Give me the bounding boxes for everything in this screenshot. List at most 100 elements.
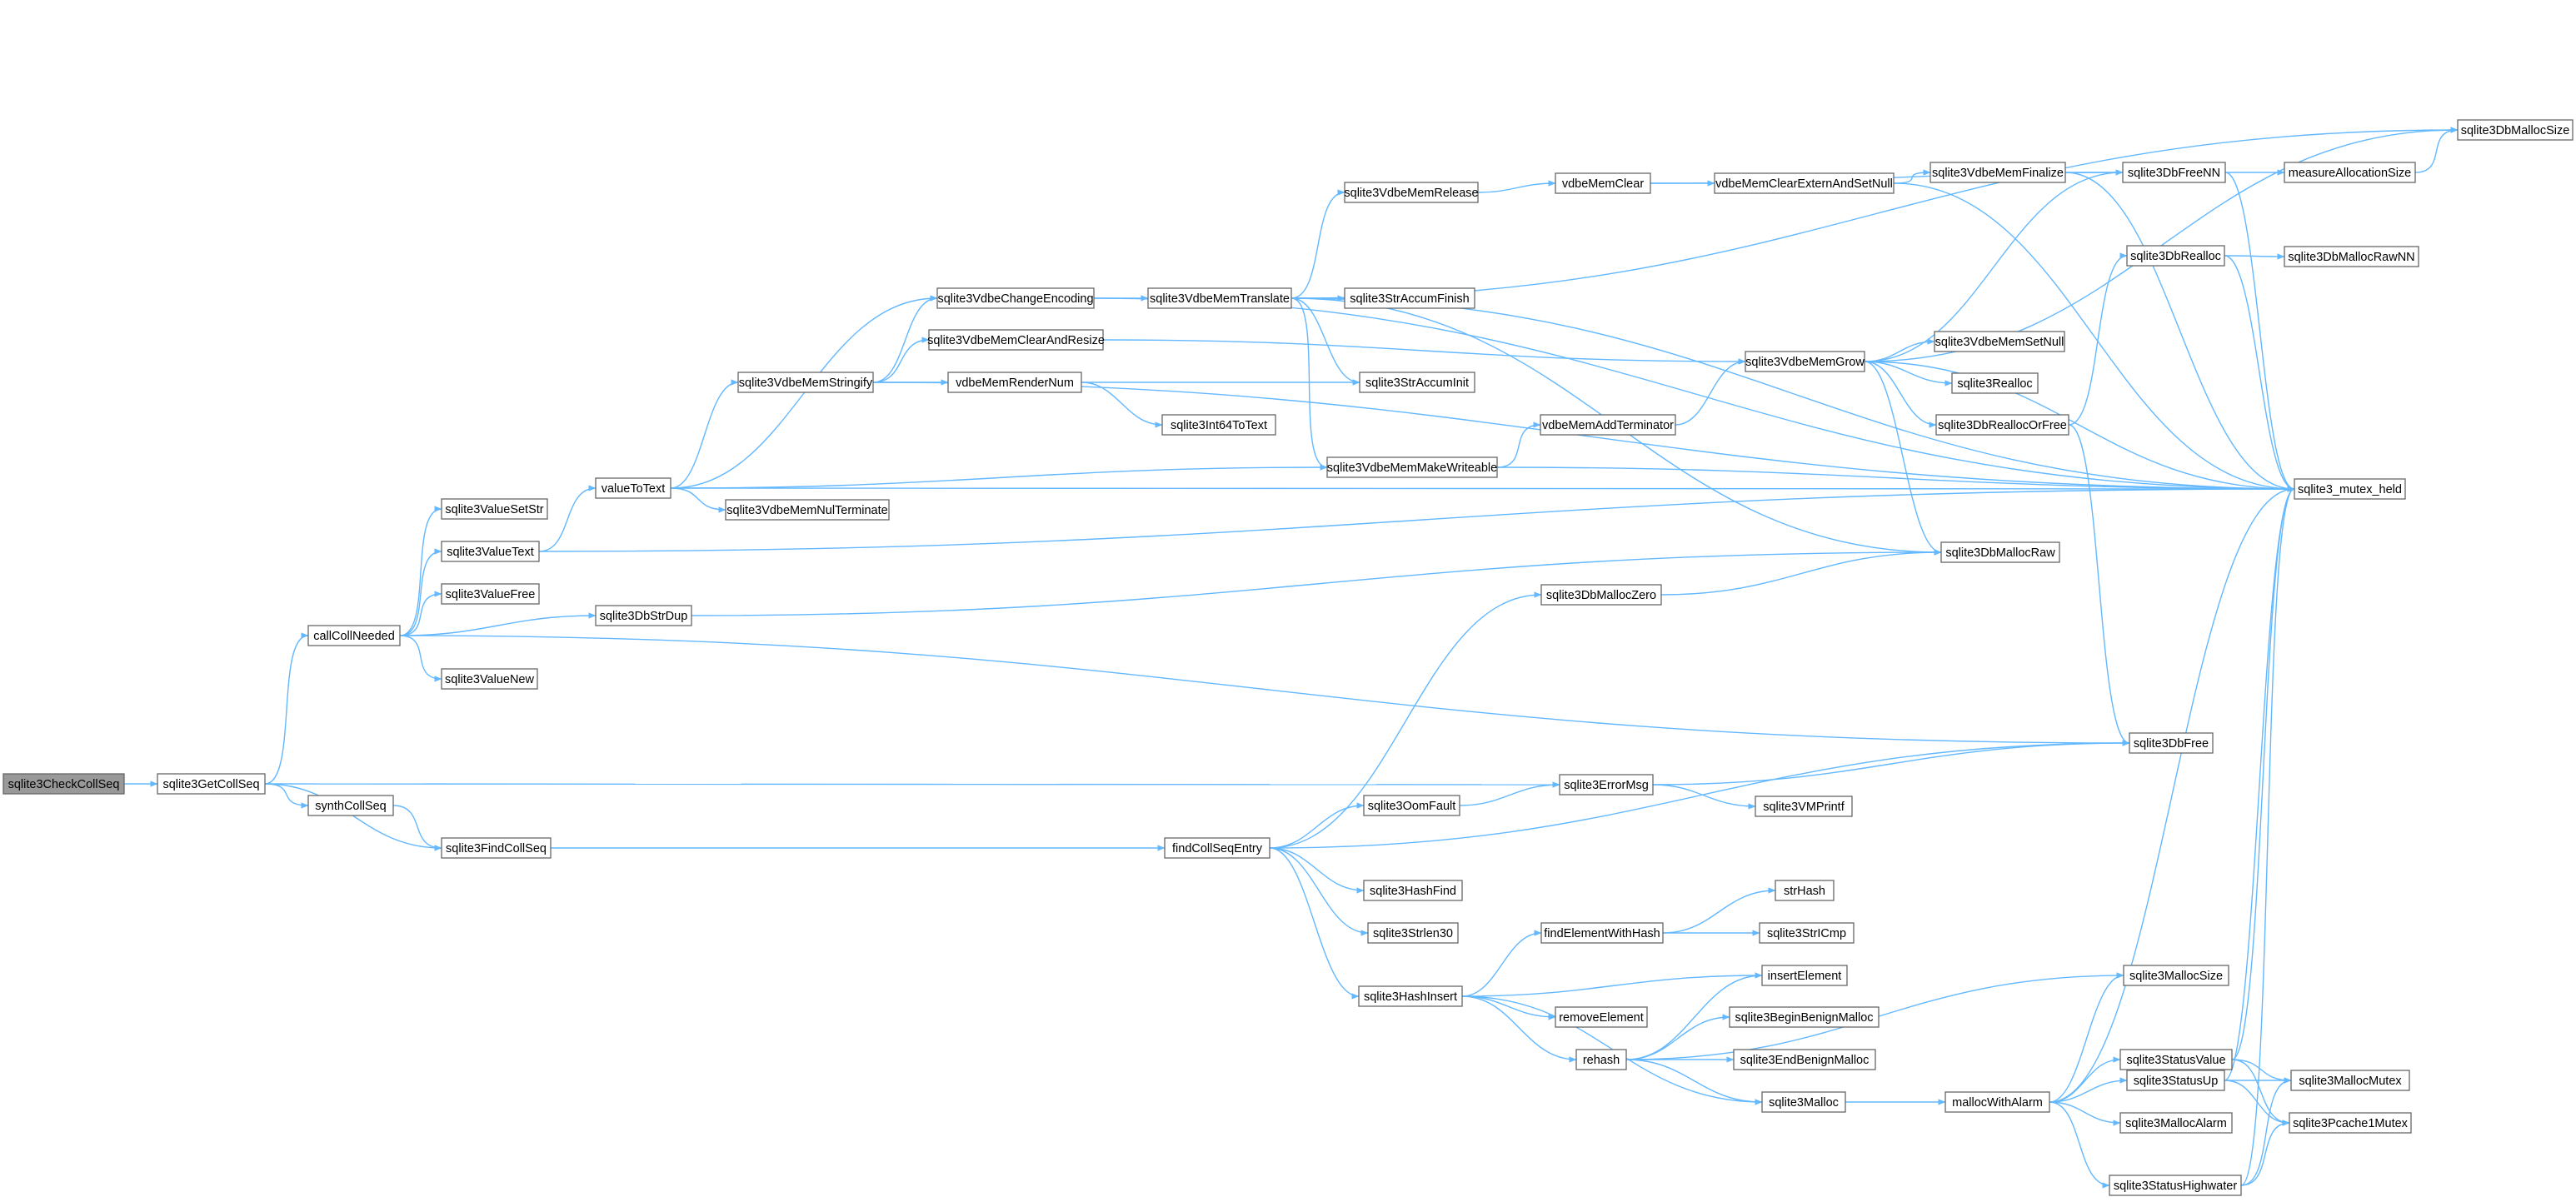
- node-sqlite3-vdbe-mem-release[interactable]: sqlite3VdbeMemRelease: [1344, 182, 1479, 203]
- node-sqlite3-hash-find[interactable]: sqlite3HashFind: [1363, 880, 1463, 901]
- edge-sqlite3-db-realloc-or-free-to-sqlite3-db-realloc: [2068, 252, 2128, 426]
- node-sqlite3-strlen30[interactable]: sqlite3Strlen30: [1367, 922, 1459, 944]
- node-sqlite3-status-highwater[interactable]: sqlite3StatusHighwater: [2109, 1175, 2242, 1196]
- node-sqlite3-vdbe-change-encoding[interactable]: sqlite3VdbeChangeEncoding: [936, 287, 1095, 309]
- node-sqlite3-malloc-size[interactable]: sqlite3MallocSize: [2123, 965, 2229, 986]
- node-box: [441, 498, 548, 520]
- node-find-coll-seq-entry[interactable]: findCollSeqEntry: [1164, 837, 1271, 859]
- edge-synth-coll-seq-to-sqlite3-find-coll-seq: [392, 805, 442, 851]
- node-box: [2122, 162, 2226, 183]
- node-sqlite3-vdbe-mem-stringify[interactable]: sqlite3VdbeMemStringify: [737, 372, 874, 393]
- edge-sqlite3-vdbe-mem-clear-and-resize-to-sqlite3-vdbe-mem-grow: [1102, 339, 1746, 365]
- node-remove-element[interactable]: removeElement: [1555, 1006, 1648, 1028]
- node-box: [157, 773, 266, 795]
- edge-find-coll-seq-entry-to-sqlite3-hash-find: [1269, 847, 1365, 894]
- node-sqlite3-malloc-alarm[interactable]: sqlite3MallocAlarm: [2119, 1112, 2233, 1134]
- node-sqlite3-vdbe-mem-clear-and-resize[interactable]: sqlite3VdbeMemClearAndResize: [927, 329, 1105, 351]
- node-box: [1729, 1006, 1880, 1028]
- node-box: [441, 583, 540, 605]
- node-sqlite3-value-text[interactable]: sqlite3ValueText: [441, 541, 540, 562]
- node-sqlite3-value-new[interactable]: sqlite3ValueNew: [441, 668, 538, 690]
- node-sqlite3-db-realloc[interactable]: sqlite3DbRealloc: [2126, 245, 2225, 267]
- edge-sqlite3-vdbe-mem-translate-to-sqlite3-mutex-held: [1290, 297, 2295, 492]
- edge-find-coll-seq-entry-to-sqlite3-db-free: [1269, 740, 2130, 849]
- node-sqlite3-db-free[interactable]: sqlite3DbFree: [2129, 732, 2214, 754]
- node-synth-coll-seq[interactable]: synthCollSeq: [307, 795, 394, 816]
- edge-sqlite3-db-malloc-zero-to-sqlite3-db-malloc-raw: [1660, 549, 1942, 596]
- node-vdbe-mem-add-terminator[interactable]: vdbeMemAddTerminator: [1540, 414, 1676, 436]
- node-sqlite3-db-malloc-zero[interactable]: sqlite3DbMallocZero: [1540, 584, 1662, 606]
- node-malloc-with-alarm[interactable]: mallocWithAlarm: [1944, 1091, 2050, 1113]
- node-sqlite3-pcache1-mutex[interactable]: sqlite3Pcache1Mutex: [2289, 1112, 2412, 1134]
- node-sqlite3-hash-insert[interactable]: sqlite3HashInsert: [1358, 985, 1463, 1007]
- node-sqlite3-find-coll-seq[interactable]: sqlite3FindCollSeq: [441, 837, 552, 859]
- node-box: [1555, 1006, 1648, 1028]
- node-sqlite3-vdbe-mem-make-writeable[interactable]: sqlite3VdbeMemMakeWriteable: [1326, 456, 1498, 478]
- node-label: vdbeMemClear: [1562, 177, 1644, 191]
- node-label: sqlite3DbFreeNN: [2128, 167, 2220, 180]
- node-measure-allocation-size[interactable]: measureAllocationSize: [2284, 162, 2416, 183]
- node-label: sqlite3Int64ToText: [1171, 419, 1267, 432]
- node-call-coll-needed[interactable]: callCollNeeded: [307, 625, 401, 646]
- node-box: [1540, 414, 1676, 436]
- node-sqlite3-str-icmp[interactable]: sqlite3StrICmp: [1759, 922, 1855, 944]
- node-label: sqlite3ValueSetStr: [445, 503, 543, 516]
- node-sqlite3-check-coll-seq[interactable]: sqlite3CheckCollSeq: [2, 773, 125, 795]
- node-label: sqlite3VdbeMemFinalize: [1932, 167, 2064, 180]
- node-sqlite3-db-free-nn[interactable]: sqlite3DbFreeNN: [2122, 162, 2226, 183]
- node-sqlite3-begin-benign-malloc[interactable]: sqlite3BeginBenignMalloc: [1729, 1006, 1880, 1028]
- node-sqlite3-status-value[interactable]: sqlite3StatusValue: [2119, 1049, 2233, 1070]
- node-vdbe-mem-clear-extern-and-set-null[interactable]: vdbeMemClearExternAndSetNull: [1714, 172, 1895, 194]
- node-box: [928, 329, 1104, 351]
- node-label: sqlite3HashFind: [1370, 885, 1456, 898]
- node-vdbe-mem-render-num[interactable]: vdbeMemRenderNum: [947, 372, 1082, 393]
- node-box: [947, 372, 1082, 393]
- node-sqlite3-value-set-str[interactable]: sqlite3ValueSetStr: [441, 498, 548, 520]
- node-label: sqlite3VdbeMemRelease: [1344, 187, 1478, 200]
- edge-sqlite3-status-value-to-sqlite3-pcache1-mutex: [2231, 1059, 2290, 1126]
- node-label: sqlite3StrAccumFinish: [1350, 292, 1469, 306]
- edge-measure-allocation-size-to-sqlite3-db-malloc-size: [2414, 127, 2459, 173]
- node-sqlite3-get-coll-seq[interactable]: sqlite3GetCollSeq: [157, 773, 266, 795]
- node-sqlite3-vdbe-mem-set-null[interactable]: sqlite3VdbeMemSetNull: [1934, 331, 2065, 352]
- node-sqlite3-str-accum-init[interactable]: sqlite3StrAccumInit: [1359, 372, 1475, 393]
- node-label: sqlite3DbMallocRawNN: [2288, 251, 2414, 264]
- node-label: sqlite3ValueText: [447, 546, 534, 559]
- node-vdbe-mem-clear[interactable]: vdbeMemClear: [1555, 172, 1651, 194]
- node-sqlite3-vdbe-mem-finalize[interactable]: sqlite3VdbeMemFinalize: [1930, 162, 2066, 183]
- node-sqlite3-db-malloc-raw[interactable]: sqlite3DbMallocRaw: [1940, 541, 2060, 563]
- node-sqlite3-db-realloc-or-free[interactable]: sqlite3DbReallocOrFree: [1935, 414, 2069, 436]
- node-sqlite3-malloc-mutex[interactable]: sqlite3MallocMutex: [2290, 1070, 2410, 1091]
- node-sqlite3-str-accum-finish[interactable]: sqlite3StrAccumFinish: [1344, 287, 1475, 309]
- node-label: insertElement: [1768, 970, 1842, 983]
- node-sqlite3-value-free[interactable]: sqlite3ValueFree: [441, 583, 540, 605]
- node-find-element-with-hash[interactable]: findElementWithHash: [1540, 922, 1664, 944]
- edge-sqlite3-vdbe-mem-grow-to-sqlite3-db-realloc-or-free: [1864, 361, 1937, 428]
- node-sqlite3-vdbe-mem-nul-terminate[interactable]: sqlite3VdbeMemNulTerminate: [725, 499, 890, 521]
- node-sqlite3-malloc[interactable]: sqlite3Malloc: [1761, 1091, 1846, 1113]
- node-insert-element[interactable]: insertElement: [1761, 965, 1848, 986]
- node-sqlite3-mutex-held[interactable]: sqlite3_mutex_held: [2294, 478, 2406, 500]
- node-sqlite3-int64-to-text[interactable]: sqlite3Int64ToText: [1161, 414, 1276, 436]
- edge-rehash-to-sqlite3-begin-benign-malloc: [1625, 1014, 1730, 1060]
- node-sqlite3-db-malloc-size[interactable]: sqlite3DbMallocSize: [2457, 119, 2574, 141]
- node-label: sqlite3VdbeMemTranslate: [1150, 292, 1290, 306]
- node-sqlite3-error-msg[interactable]: sqlite3ErrorMsg: [1559, 774, 1654, 796]
- node-sqlite3-end-benign-malloc[interactable]: sqlite3EndBenignMalloc: [1733, 1049, 1876, 1070]
- edge-sqlite3-vdbe-mem-grow-to-sqlite3-db-free-nn: [1864, 169, 2124, 362]
- node-str-hash[interactable]: strHash: [1775, 880, 1835, 901]
- node-sqlite3-db-malloc-raw-nn[interactable]: sqlite3DbMallocRawNN: [2284, 246, 2419, 267]
- node-value-to-text[interactable]: valueToText: [595, 477, 671, 499]
- node-sqlite3-realloc[interactable]: sqlite3Realloc: [1951, 372, 2039, 394]
- node-sqlite3-oom-fault[interactable]: sqlite3OomFault: [1363, 795, 1460, 816]
- node-sqlite3-db-str-dup[interactable]: sqlite3DbStrDup: [595, 605, 692, 626]
- node-sqlite3-status-up[interactable]: sqlite3StatusUp: [2126, 1070, 2225, 1091]
- node-sqlite3-vdbe-mem-grow[interactable]: sqlite3VdbeMemGrow: [1745, 351, 1865, 372]
- node-rehash[interactable]: rehash: [1575, 1049, 1627, 1070]
- node-sqlite3-vmprintf[interactable]: sqlite3VMPrintf: [1755, 796, 1853, 817]
- node-box: [1733, 1049, 1876, 1070]
- edge-sqlite3-vdbe-mem-translate-to-sqlite3-str-accum-init: [1290, 297, 1360, 386]
- edge-sqlite3-db-realloc-to-sqlite3-db-malloc-raw-nn: [2224, 253, 2285, 260]
- node-label: sqlite3Malloc: [1769, 1096, 1839, 1110]
- node-sqlite3-vdbe-mem-translate[interactable]: sqlite3VdbeMemTranslate: [1147, 287, 1292, 309]
